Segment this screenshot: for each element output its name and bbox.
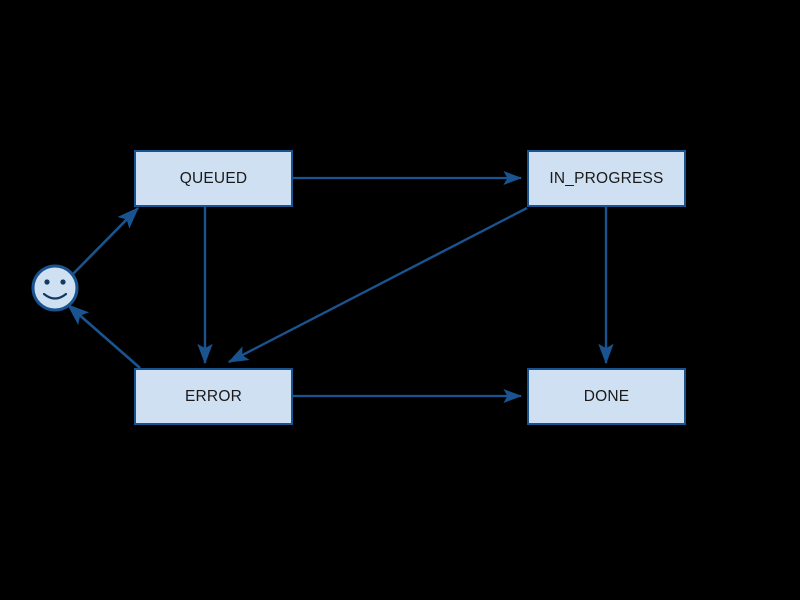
state-node-queued[interactable]: QUEUED <box>134 150 293 207</box>
edge-error-to-start <box>67 304 141 369</box>
state-label-error: ERROR <box>185 387 242 405</box>
state-node-in-progress[interactable]: IN_PROGRESS <box>527 150 686 207</box>
state-node-error[interactable]: ERROR <box>134 368 293 425</box>
edge-in-progress-to-error <box>227 206 528 364</box>
edge-start-to-queued <box>72 207 139 275</box>
smiley-face-icon[interactable] <box>31 264 79 312</box>
state-label-done: DONE <box>583 387 630 405</box>
state-node-done[interactable]: DONE <box>527 368 686 425</box>
state-label-queued: QUEUED <box>179 169 248 187</box>
state-label-in-progress: IN_PROGRESS <box>549 169 664 187</box>
